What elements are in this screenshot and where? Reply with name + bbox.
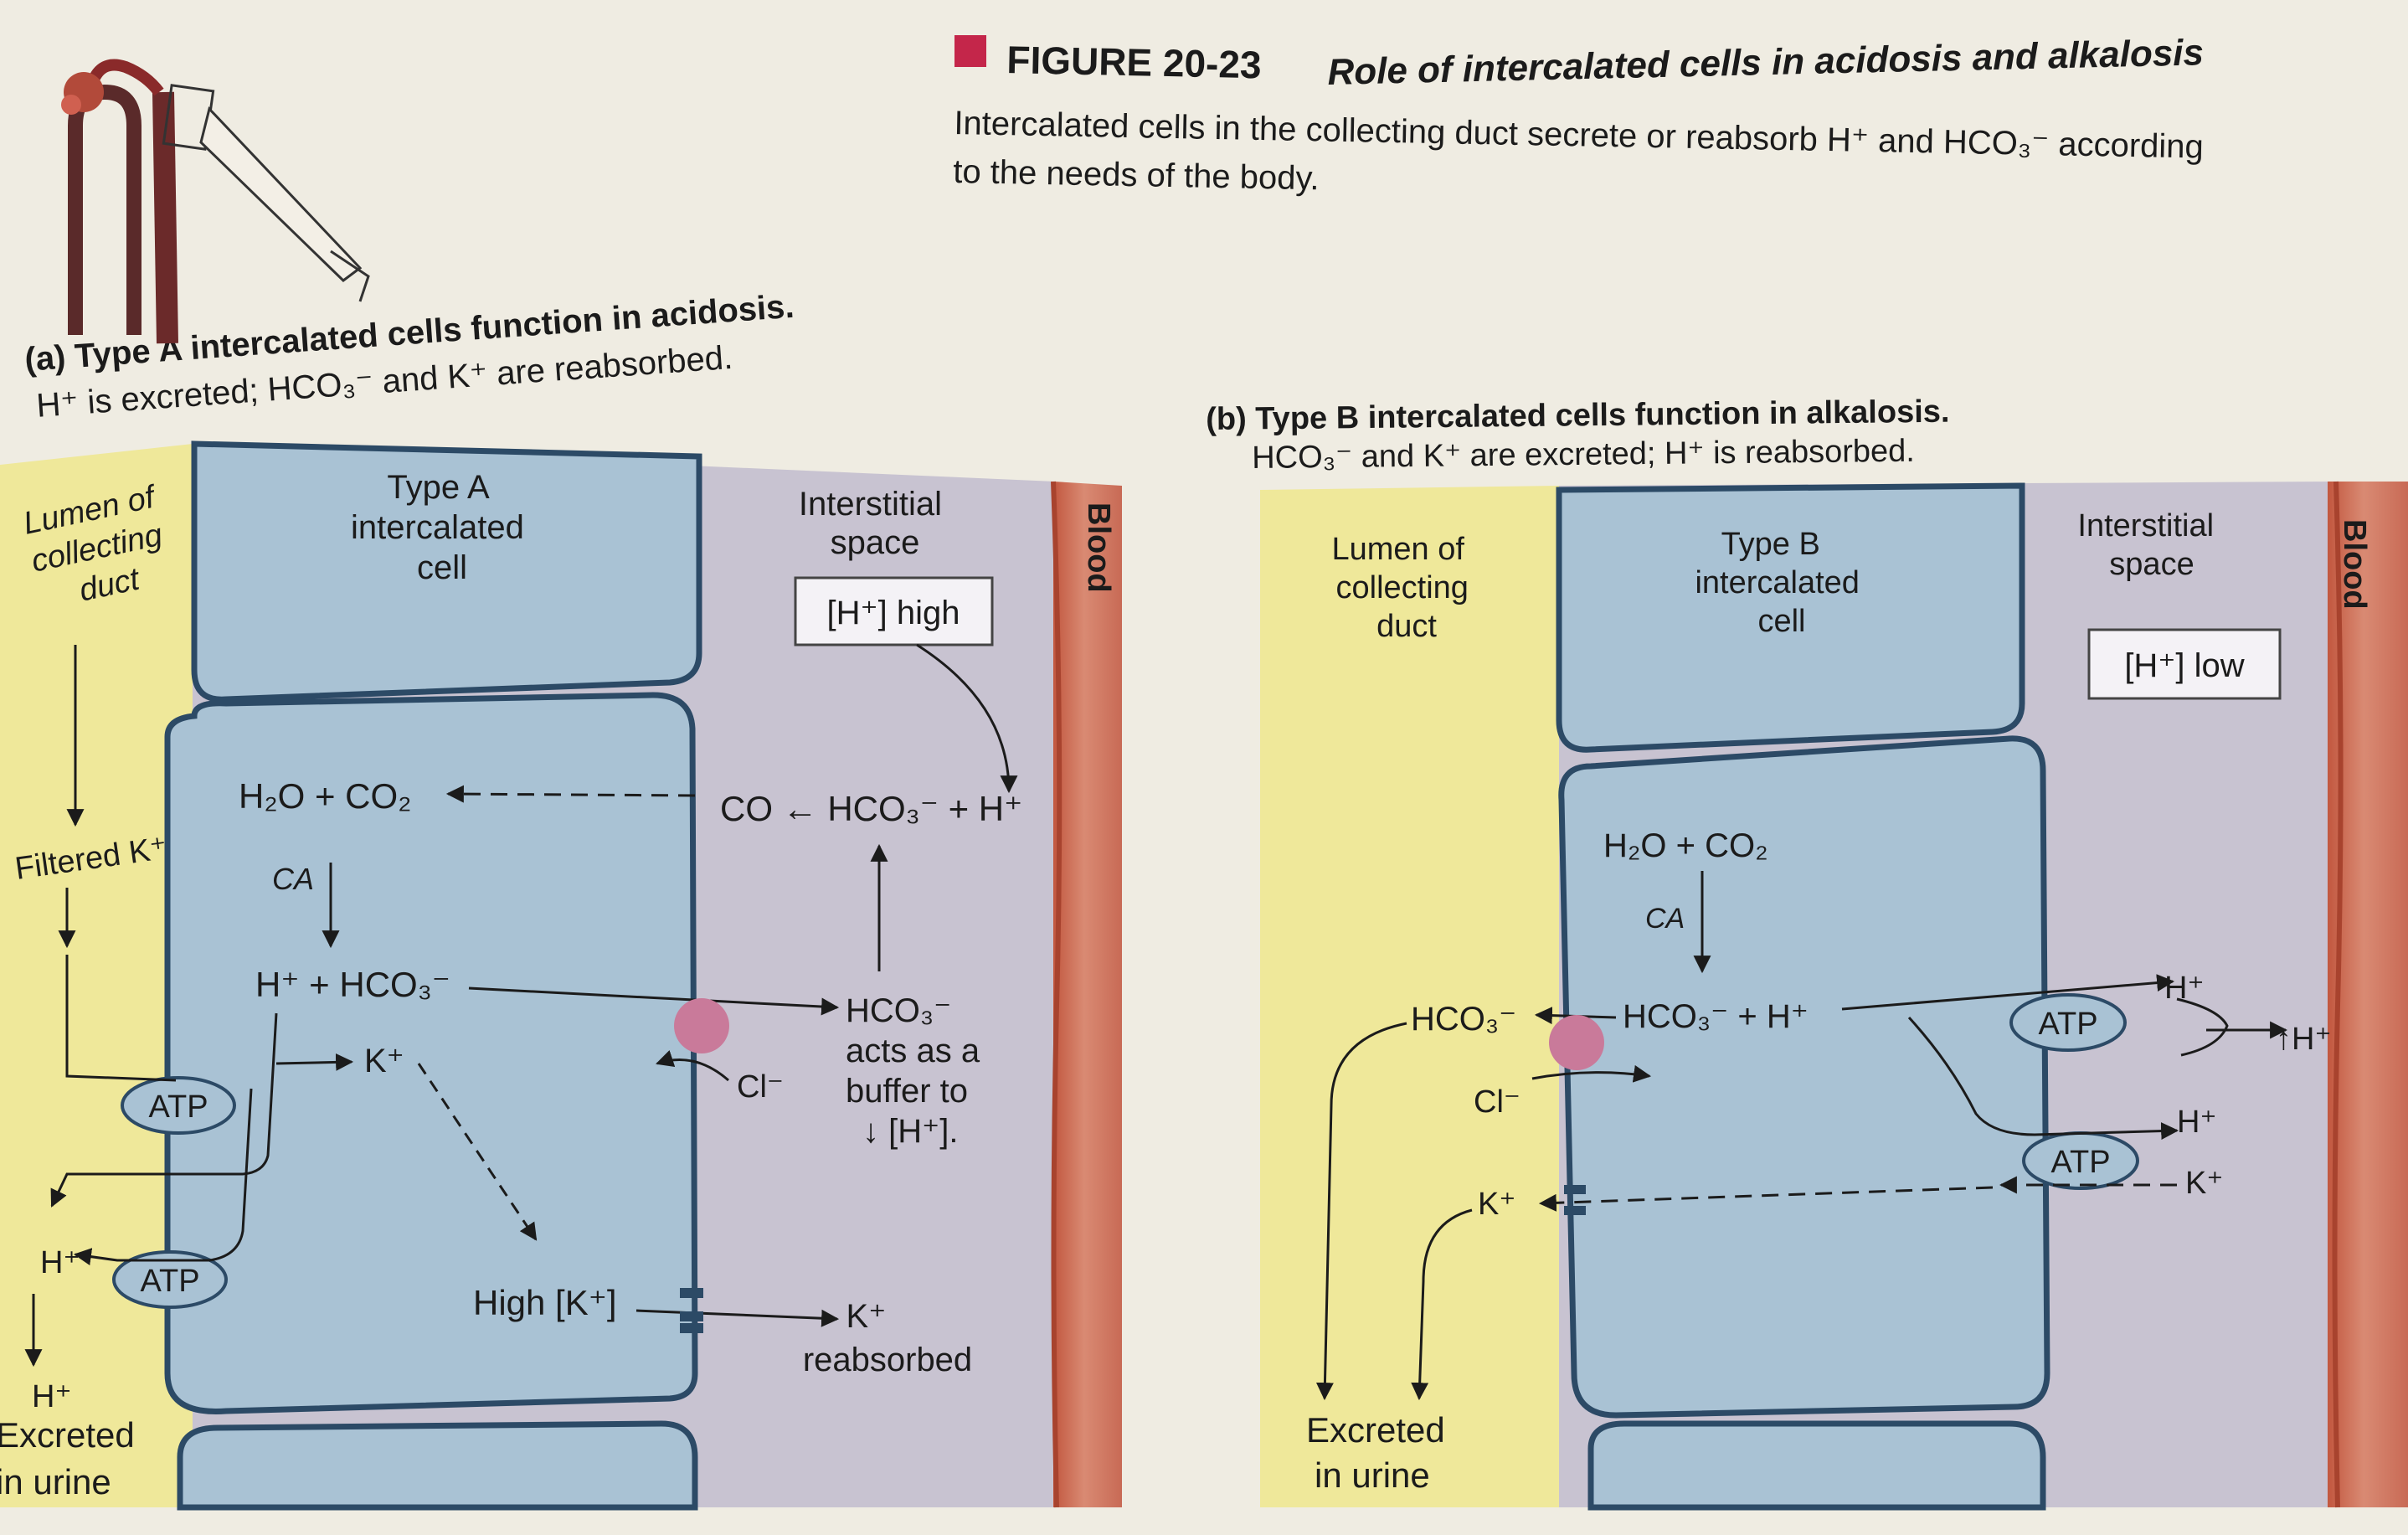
- h-out-b2: H⁺: [2177, 1105, 2217, 1140]
- h-blood-b: ↑H⁺: [2276, 1022, 2332, 1057]
- h-low-box: [2087, 628, 2282, 700]
- atp-b2: ATP: [2050, 1145, 2110, 1180]
- blood-b-label: Blood: [2337, 519, 2372, 610]
- h2o-co2-b: H₂O + CO₂: [1603, 827, 1768, 864]
- excreted-b: Excreted in urine: [1306, 1410, 1454, 1495]
- lumen-a: [0, 444, 193, 1507]
- k-out-b: K⁺: [2185, 1166, 2223, 1201]
- cl-b: Cl⁻: [1474, 1084, 1520, 1120]
- k-channel-a: [680, 1288, 703, 1333]
- interstitial-b-label: Interstitial space: [2077, 508, 2222, 582]
- lumen-b-label: Lumen of collecting duct: [1331, 532, 1477, 644]
- panel-b: Lumen of collecting duct Type B intercal…: [1260, 481, 2408, 1511]
- cl-hco3-exchanger-a: [674, 998, 729, 1053]
- k-lumen-b: K⁺: [1478, 1187, 1515, 1222]
- type-b-cell-top: [1556, 482, 2025, 753]
- ca-b: CA: [1645, 903, 1685, 935]
- k-channel-b: [1564, 1185, 1586, 1215]
- type-b-cell-bottom: [1587, 1420, 2046, 1511]
- lumen-b: [1260, 486, 1559, 1507]
- type-a-cell-label: Type A intercalated cell: [351, 469, 533, 586]
- h-low-label: [H⁺] low: [2124, 647, 2244, 684]
- interstitial-a-label: Interstitial space: [799, 486, 951, 561]
- type-b-cell-label: Type B intercalated cell: [1695, 527, 1868, 639]
- high-k-label: High [K⁺]: [473, 1283, 617, 1322]
- atp-a1: ATP: [148, 1089, 208, 1125]
- blood-a: [1053, 482, 1122, 1507]
- type-a-cell: [164, 692, 698, 1414]
- cl-hco3-exchanger-b: [1549, 1015, 1604, 1070]
- h-excreted-a: H⁺: [32, 1379, 72, 1414]
- atp-a2: ATP: [140, 1264, 199, 1299]
- co-reaction-a: CO ← HCO₃⁻ + H⁺: [720, 789, 1022, 828]
- h-high-box: [794, 576, 994, 646]
- h2o-co2-a: H₂O + CO₂: [239, 776, 411, 816]
- atp-pump-b1: [2009, 993, 2127, 1052]
- atp-pump-a2: [112, 1250, 228, 1309]
- cl-a: Cl⁻: [737, 1069, 784, 1105]
- type-a-cell-bottom: [177, 1420, 698, 1511]
- atp-b1: ATP: [2038, 1007, 2097, 1042]
- hco3-lumen-b: HCO₃⁻: [1411, 1001, 1516, 1038]
- blood-a-label: Blood: [1081, 502, 1116, 593]
- ca-a: CA: [272, 862, 314, 896]
- type-a-cell-top: [191, 440, 702, 703]
- blood-b: [2328, 482, 2408, 1507]
- h-hco3-a: H⁺ + HCO₃⁻: [255, 965, 450, 1004]
- k-reabsorbed: K⁺ reabsorbed: [803, 1298, 972, 1378]
- atp-pump-a1: [121, 1076, 236, 1135]
- k-cell-a: K⁺: [364, 1043, 404, 1079]
- type-b-cell: [1558, 735, 2050, 1419]
- nephron-thumbnail: [61, 59, 370, 344]
- excreted-a: Excreted in urine: [0, 1415, 144, 1502]
- h-high-label: [H⁺] high: [827, 595, 960, 631]
- h-lumen-a: H⁺: [40, 1245, 80, 1280]
- figure-marker: [954, 35, 986, 67]
- hco3-h-b: HCO₃⁻ + H⁺: [1623, 998, 1809, 1035]
- buffer-text: HCO₃⁻ acts as a buffer to ↓ [H⁺].: [846, 992, 989, 1150]
- panel-a: Lumen of collecting duct Type A intercal…: [0, 440, 1122, 1511]
